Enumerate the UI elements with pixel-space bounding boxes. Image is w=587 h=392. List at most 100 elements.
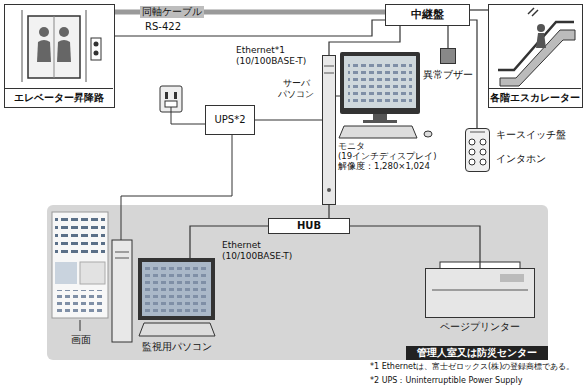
ups-body-part xyxy=(205,105,255,135)
network-note: Ethernet*1 (10/100BASE-T) xyxy=(236,45,320,67)
elevator-icon xyxy=(22,10,101,82)
screen-image-part xyxy=(55,290,105,314)
network-note: Ethernet (10/100BASE-T) xyxy=(222,240,302,262)
monitor-note: モニタ(19インチディスプレイ) 解像度：1,280×1,024 xyxy=(338,141,463,172)
server-pc: サーバ パソコン xyxy=(322,55,336,205)
server-tower-part xyxy=(324,66,334,67)
page-printer-part xyxy=(432,290,528,291)
intercom-device-part xyxy=(465,128,490,172)
screen-image-part xyxy=(55,216,105,256)
power-outlet-part xyxy=(165,92,168,99)
power-wire xyxy=(121,135,232,240)
server-monitor-part xyxy=(373,114,387,120)
server-monitor-part xyxy=(344,56,416,108)
node-label: ページプリンター xyxy=(426,321,534,333)
relay-panel: 中継盤 xyxy=(385,4,470,26)
connector xyxy=(328,205,329,218)
page-printer-part xyxy=(425,268,535,318)
server-monitor-part xyxy=(340,52,420,114)
intercom-device-part xyxy=(469,139,475,145)
monitoring-pc xyxy=(112,240,215,342)
server-tower xyxy=(322,55,336,205)
server-monitor-part xyxy=(363,120,397,123)
elevator-icon-part xyxy=(28,16,80,78)
screen-image-part xyxy=(80,262,105,284)
elevator-icon-part xyxy=(59,27,69,37)
monitoring-pc: 監視用パソコン xyxy=(138,258,215,320)
elevator-icon-part xyxy=(94,42,99,47)
screen-image-part xyxy=(52,212,108,318)
connector xyxy=(255,119,322,120)
escalator-icon-part xyxy=(532,10,538,16)
monitoring-pc-part xyxy=(115,252,129,253)
intercom-device-part xyxy=(469,159,475,165)
node-label: 管理人室又は防災センター xyxy=(406,346,548,360)
node-label: インタホン xyxy=(496,153,556,165)
server-monitor xyxy=(336,52,432,138)
page-printer xyxy=(425,262,535,318)
screen-label: 画面 xyxy=(66,334,96,346)
power-outlet-part xyxy=(171,107,205,124)
node-label: 監視用パソコン xyxy=(138,341,215,353)
screen-image-part xyxy=(55,262,77,284)
hub-box: HUB xyxy=(268,218,350,234)
region-ground xyxy=(47,205,548,360)
node-label: サーバ パソコン xyxy=(277,78,315,100)
monitoring-pc-part xyxy=(145,265,208,313)
edge-label: 同軸ケーブル xyxy=(140,6,204,18)
escalator-icon-part xyxy=(498,22,574,70)
node-label: キースイッチ盤 xyxy=(496,129,576,141)
escalator-icon xyxy=(498,8,575,86)
intercom-device-part xyxy=(480,159,486,165)
node-label: 各階エスカレーター xyxy=(489,88,581,106)
ups-body xyxy=(205,105,255,135)
connector xyxy=(115,20,385,36)
room-region: 管理人室又は防災センターHUB監視用パソコンページプリンター xyxy=(47,205,548,360)
escalator-icon-part xyxy=(500,30,575,86)
server-monitor-part xyxy=(424,131,432,137)
intercom-device-part xyxy=(469,149,475,155)
server-monitor-part xyxy=(336,96,340,97)
intercom-device-part xyxy=(480,139,486,145)
screen-image xyxy=(52,212,108,331)
node-label: UPS*2 xyxy=(206,106,254,134)
connector xyxy=(470,9,488,10)
page-printer-part xyxy=(500,274,524,282)
monitoring-pc-part xyxy=(142,262,211,316)
node-label: エレベーター昇降路 xyxy=(5,88,113,106)
connector xyxy=(350,226,480,268)
escalator-icon-part xyxy=(537,24,545,32)
server-tower-part xyxy=(324,73,334,74)
escalator-icon-part xyxy=(536,33,546,48)
intercom: キースイッチ盤インタホン xyxy=(465,128,490,172)
elevator-icon-part xyxy=(22,10,23,82)
ups-box: UPS*2 xyxy=(205,105,255,135)
elevator-icon-part xyxy=(57,40,71,62)
server-tower-part xyxy=(322,55,336,205)
escalator-icon-part xyxy=(528,8,534,14)
shaft-box: エレベーター昇降路 xyxy=(4,4,115,108)
elevator-icon-part xyxy=(39,27,49,37)
footnote: *2 UPS：Uninterruptible Power Supply xyxy=(370,376,522,386)
intercom-device-part xyxy=(470,132,485,133)
monitoring-pc-part xyxy=(138,258,215,320)
elevator-icon-part xyxy=(37,40,51,62)
power-outlet xyxy=(160,86,205,124)
screen-image-part xyxy=(80,320,81,331)
power-outlet-part xyxy=(174,92,177,99)
monitoring-pc-part xyxy=(115,258,129,259)
page-printer: ページプリンター xyxy=(425,268,535,318)
edge-label: RS-422 xyxy=(140,21,186,33)
node-label: HUB xyxy=(269,219,349,233)
connector xyxy=(447,26,448,48)
power-outlet-part xyxy=(165,101,177,107)
footnote: *1 Ethernetは、富士ゼロックス(株)の登録商標である。 xyxy=(370,362,574,372)
elevator-icon-part xyxy=(91,38,101,60)
connector xyxy=(329,26,400,55)
server-monitor-part xyxy=(339,126,417,138)
elevator-icon-part xyxy=(86,10,87,82)
elevator-icon-part xyxy=(94,51,99,56)
server-tower-part xyxy=(327,188,331,192)
power-wire-part xyxy=(121,135,232,240)
